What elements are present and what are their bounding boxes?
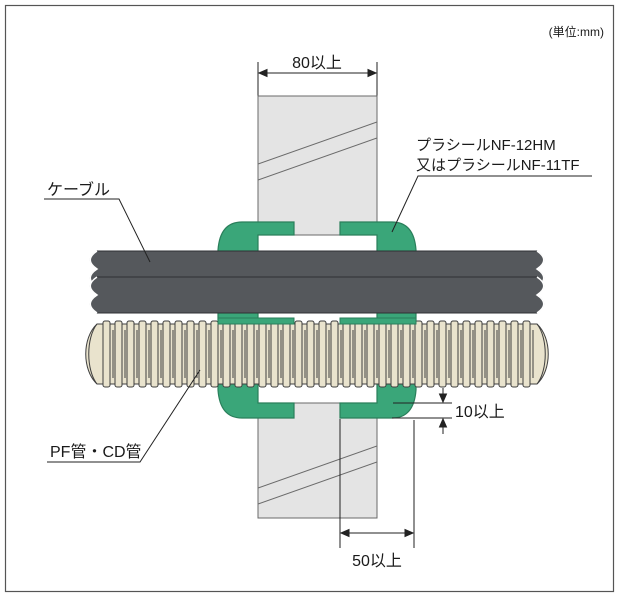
conduit-rib bbox=[450, 320, 459, 388]
width-dimension bbox=[257, 62, 378, 96]
conduit-rib bbox=[318, 320, 327, 388]
sealant-label-line1: プラシールNF-12HM bbox=[416, 137, 556, 154]
conduit-rib bbox=[486, 320, 495, 388]
conduit-rib bbox=[378, 320, 387, 388]
cable-label: ケーブル bbox=[47, 180, 110, 199]
outer-border bbox=[4, 4, 615, 593]
conduit-rib bbox=[270, 320, 279, 388]
overlap-dimension bbox=[392, 388, 452, 434]
extension-min-label: 50以上 bbox=[352, 552, 402, 570]
conduit-rib bbox=[246, 320, 255, 388]
conduit-rib bbox=[510, 320, 519, 388]
cable-leader bbox=[44, 198, 151, 263]
conduit-rib bbox=[462, 320, 471, 388]
conduit-rib bbox=[354, 320, 363, 388]
cable-lower bbox=[89, 276, 545, 314]
conduit-rib bbox=[498, 320, 507, 388]
sealant-front-faces bbox=[217, 317, 417, 325]
conduit-rib bbox=[390, 320, 399, 388]
conduit-rib bbox=[198, 320, 207, 388]
conduit-rib bbox=[330, 320, 339, 388]
conduit-pipe bbox=[85, 320, 549, 388]
conduit-rib bbox=[522, 320, 531, 388]
conduit-rib bbox=[234, 320, 243, 388]
conduit-rib bbox=[210, 320, 219, 388]
width-min-label: 80以上 bbox=[292, 54, 342, 72]
conduit-rib bbox=[186, 320, 195, 388]
conduit-rib bbox=[294, 320, 303, 388]
conduit-rib bbox=[138, 320, 147, 388]
conduit-rib bbox=[282, 320, 291, 388]
wall-upper bbox=[257, 95, 378, 236]
conduit-rib bbox=[102, 320, 111, 388]
conduit-rib bbox=[174, 320, 183, 388]
conduit-rib bbox=[438, 320, 447, 388]
conduit-rib bbox=[366, 320, 375, 388]
overlap-min-label: 10以上 bbox=[455, 403, 505, 421]
conduit-rib bbox=[426, 320, 435, 388]
conduit-rib bbox=[402, 320, 411, 388]
conduit-leader bbox=[47, 369, 201, 463]
sealant-leader bbox=[391, 175, 592, 233]
conduit-label: PF管・CD管 bbox=[50, 443, 142, 461]
conduit-rib bbox=[258, 320, 267, 388]
conduit-rib bbox=[150, 320, 159, 388]
conduit-rib bbox=[222, 320, 231, 388]
conduit-rib bbox=[342, 320, 351, 388]
conduit-rib bbox=[162, 320, 171, 388]
wall-lower bbox=[257, 402, 378, 519]
sealant-label-line2: 又はプラシールNF-11TF bbox=[416, 157, 580, 174]
unit-note: (単位:mm) bbox=[549, 24, 604, 39]
extension-dimension bbox=[339, 419, 415, 548]
conduit-rib bbox=[126, 320, 135, 388]
conduit-rib bbox=[114, 320, 123, 388]
conduit-rib bbox=[414, 320, 423, 388]
conduit-rib bbox=[306, 320, 315, 388]
conduit-rib bbox=[474, 320, 483, 388]
